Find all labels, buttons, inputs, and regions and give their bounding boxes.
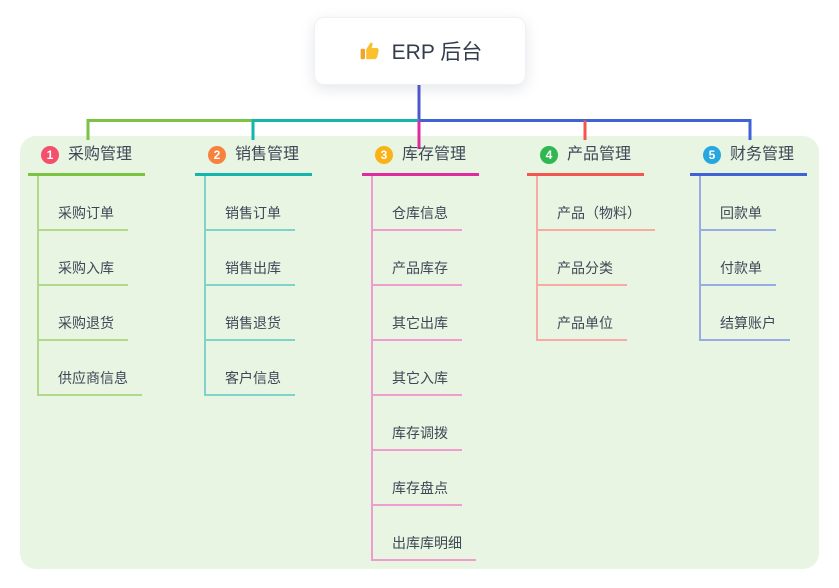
branch-label: 库存管理: [402, 146, 467, 163]
branch-node[interactable]: 2 销售管理: [195, 145, 312, 176]
child-node[interactable]: 结算账户: [701, 286, 790, 341]
branch-label: 采购管理: [68, 146, 133, 163]
branch-label: 产品管理: [567, 146, 632, 163]
branch-node[interactable]: 1 采购管理: [28, 145, 145, 176]
branch-finance: 5 财务管理 回款单 付款单 结算账户: [690, 145, 807, 341]
child-node[interactable]: 产品（物料）: [538, 176, 655, 231]
branch-children: 仓库信息 产品库存 其它出库 其它入库 库存调拨 库存盘点 出库库明细: [371, 176, 476, 561]
branch-node[interactable]: 5 财务管理: [690, 145, 807, 176]
branch-children: 采购订单 采购入库 采购退货 供应商信息: [37, 176, 142, 396]
branch-children: 销售订单 销售出库 销售退货 客户信息: [204, 176, 295, 396]
root-label: ERP 后台: [391, 41, 483, 64]
child-node[interactable]: 供应商信息: [39, 341, 142, 396]
child-node[interactable]: 客户信息: [206, 341, 295, 396]
branch-purchase: 1 采购管理 采购订单 采购入库 采购退货 供应商信息: [28, 145, 145, 396]
child-node[interactable]: 其它入库: [373, 341, 462, 396]
branch-label: 财务管理: [730, 146, 795, 163]
child-node[interactable]: 产品库存: [373, 231, 462, 286]
child-node[interactable]: 采购入库: [39, 231, 128, 286]
branch-product: 4 产品管理 产品（物料） 产品分类 产品单位: [527, 145, 655, 341]
branch-inventory: 3 库存管理 仓库信息 产品库存 其它出库 其它入库 库存调拨 库存盘点 出库库…: [362, 145, 479, 561]
branch-number-badge: 1: [41, 146, 59, 164]
child-node[interactable]: 其它出库: [373, 286, 462, 341]
branch-number-badge: 2: [208, 146, 226, 164]
branch-sales: 2 销售管理 销售订单 销售出库 销售退货 客户信息: [195, 145, 312, 396]
child-node[interactable]: 产品单位: [538, 286, 627, 341]
branch-children: 回款单 付款单 结算账户: [699, 176, 790, 341]
branch-number-badge: 3: [375, 146, 393, 164]
child-node[interactable]: 采购订单: [39, 176, 128, 231]
child-node[interactable]: 销售退货: [206, 286, 295, 341]
child-node[interactable]: 产品分类: [538, 231, 627, 286]
branch-node[interactable]: 3 库存管理: [362, 145, 479, 176]
child-node[interactable]: 销售订单: [206, 176, 295, 231]
branch-node[interactable]: 4 产品管理: [527, 145, 644, 176]
child-node[interactable]: 销售出库: [206, 231, 295, 286]
child-node[interactable]: 库存盘点: [373, 451, 462, 506]
child-node[interactable]: 库存调拨: [373, 396, 462, 451]
branch-number-badge: 4: [540, 146, 558, 164]
child-node[interactable]: 付款单: [701, 231, 776, 286]
branch-label: 销售管理: [235, 146, 300, 163]
child-node[interactable]: 采购退货: [39, 286, 128, 341]
thumbs-up-icon: [358, 39, 382, 63]
child-node[interactable]: 出库库明细: [373, 506, 476, 561]
child-node[interactable]: 回款单: [701, 176, 776, 231]
branch-children: 产品（物料） 产品分类 产品单位: [536, 176, 655, 341]
root-node[interactable]: ERP 后台: [314, 17, 526, 85]
child-node[interactable]: 仓库信息: [373, 176, 462, 231]
diagram-panel: [20, 136, 819, 569]
branch-number-badge: 5: [703, 146, 721, 164]
